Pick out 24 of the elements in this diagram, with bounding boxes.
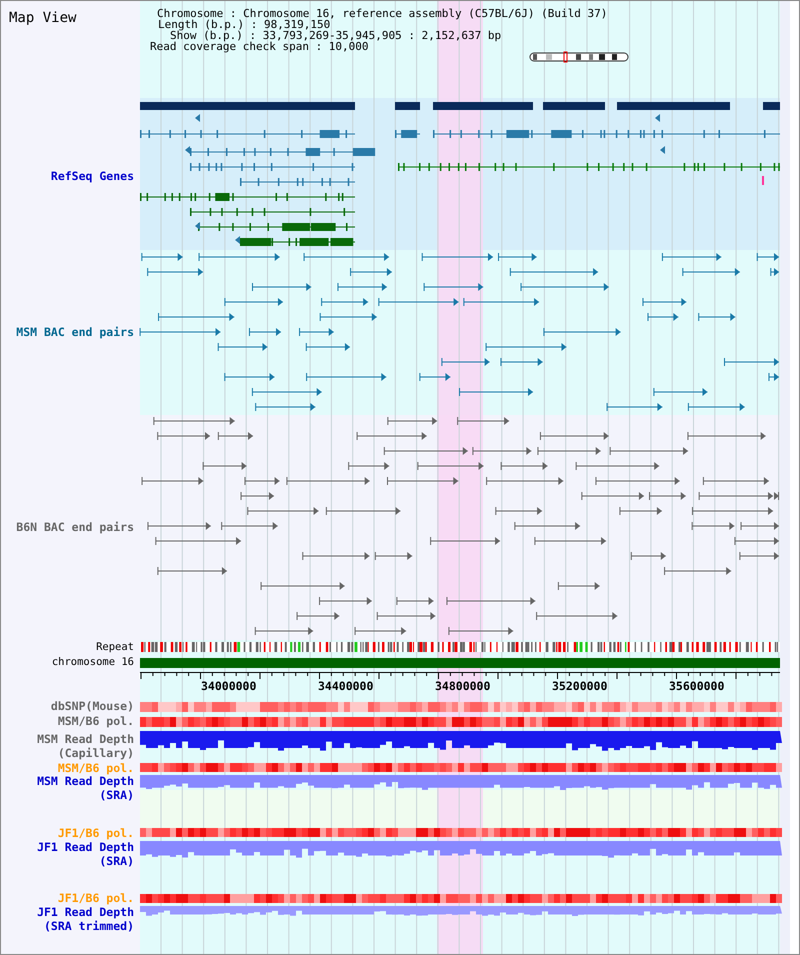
track-label: MSM BAC end pairs xyxy=(15,325,134,340)
track-label: B6N BAC end pairs xyxy=(15,520,134,534)
axis-tick-label: 35600000 xyxy=(669,680,724,693)
track-label: JF1/B6 pol. xyxy=(56,891,134,906)
track-label: MSM/B6 pol. xyxy=(56,714,134,728)
track-label: JF1 Read Depth (SRA trimmed) xyxy=(36,905,134,934)
track-label: JF1 Read Depth (SRA) xyxy=(36,840,134,869)
axis-tick-label: 34000000 xyxy=(201,680,256,693)
track-label: JF1/B6 pol. xyxy=(56,826,134,840)
header-line: Length (b.p.) : 98,319,150 xyxy=(158,19,330,31)
track-label: RefSeq Genes xyxy=(50,169,134,184)
axis-tick-label: 34400000 xyxy=(318,680,374,693)
track-label: chromosome 16 xyxy=(50,656,134,670)
axis-tick-label: 35200000 xyxy=(552,680,608,693)
header-line: Show (b.p.) : 33,793,269-35,945,905 : 2,152,637 bp xyxy=(170,30,502,42)
page-title: Map View xyxy=(9,11,76,26)
track-label: MSM Read Depth (SRA) xyxy=(36,774,134,803)
track-label: MSM Read Depth (Capillary) xyxy=(36,732,134,761)
axis-tick-label: 34800000 xyxy=(435,680,490,693)
header-line: Read coverage check span : 10,000 xyxy=(150,41,369,54)
track-label: Repeat xyxy=(95,641,134,654)
track-label: dbSNP(Mouse) xyxy=(50,699,134,714)
header-line: Chromosome : Chromosome 16, reference assembly (C57BL/6J) (Build 37) xyxy=(157,8,608,20)
track-label: MSM/B6 pol. xyxy=(56,761,134,776)
